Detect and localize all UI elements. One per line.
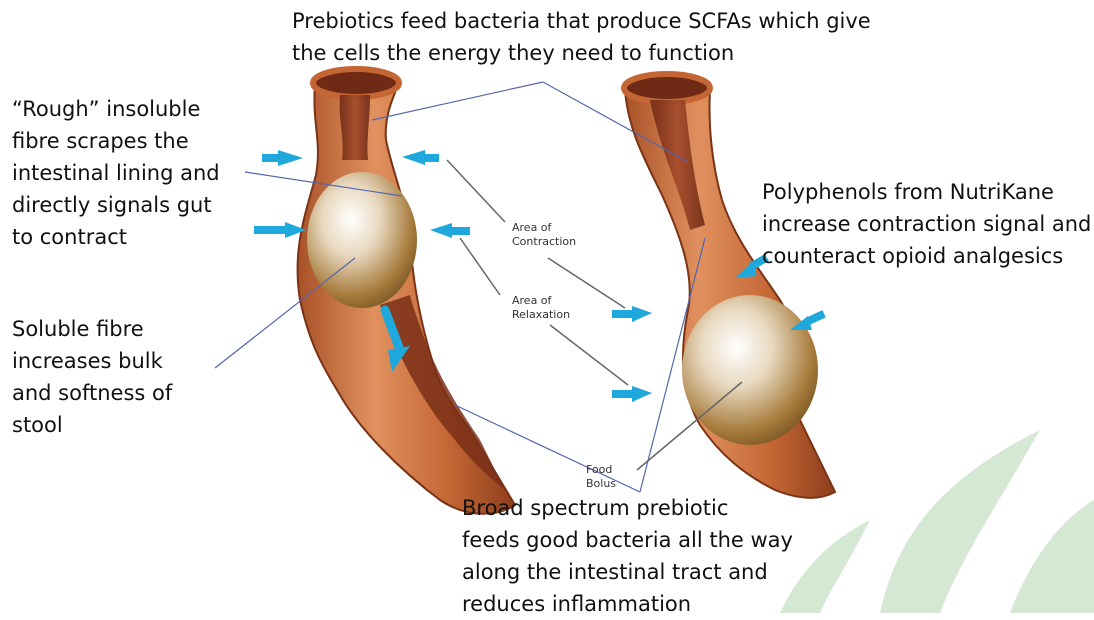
annotation-soluble-fibre: Soluble fibre increases bulk and softnes… bbox=[12, 313, 172, 441]
right-bolus bbox=[682, 295, 818, 445]
label-food-bolus: Food Bolus bbox=[586, 463, 616, 491]
left-intestine-segment bbox=[298, 69, 515, 514]
annotation-broad-spectrum: Broad spectrum prebiotic feeds good bact… bbox=[462, 492, 793, 620]
annotation-rough-fibre: “Rough” insoluble fibre scrapes the inte… bbox=[12, 93, 220, 253]
label-area-of-contraction: Area of Contraction bbox=[512, 221, 576, 249]
label-area-of-relaxation: Area of Relaxation bbox=[512, 294, 570, 322]
left-bolus bbox=[307, 172, 417, 308]
watermark-leaf bbox=[780, 430, 1094, 613]
annotation-prebiotics-scfa: Prebiotics feed bacteria that produce SC… bbox=[292, 5, 871, 69]
right-intestine-segment bbox=[624, 74, 835, 498]
annotation-polyphenols: Polyphenols from NutriKane increase cont… bbox=[762, 176, 1091, 272]
